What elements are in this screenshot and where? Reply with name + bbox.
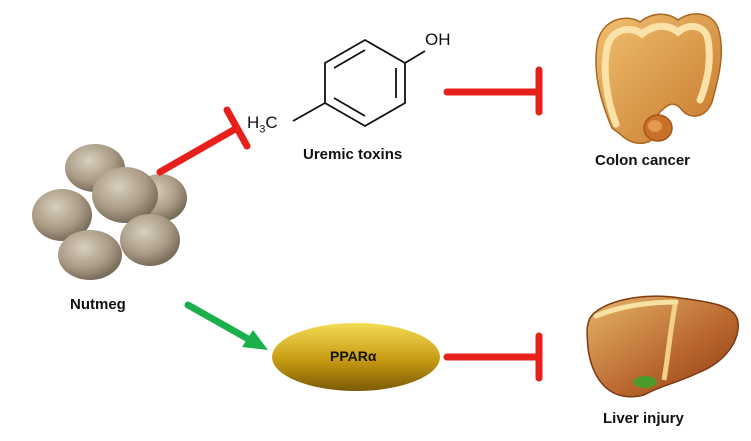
p-cresol-structure [292,38,426,128]
inhibit-arrow-toxins-colon [443,66,543,116]
nutmeg-label: Nutmeg [70,296,126,313]
nutmeg-seeds-image [32,144,187,280]
nutmeg-seed [58,230,122,280]
liver-icon [586,295,739,398]
ppar-label: PPARα [330,348,377,364]
inhibit-arrow-ppar-liver [443,332,543,382]
benzene-ring [324,38,406,128]
liver-injury-label: Liver injury [603,410,684,427]
methyl-label: H3C [247,113,278,135]
activate-arrow-nutmeg-ppar [184,301,268,350]
methyl-prefix: H [247,113,260,132]
ppar-node [272,323,440,391]
nutmeg-seed [92,167,158,223]
uremic-toxins-label: Uremic toxins [303,146,403,163]
oh-bond [404,50,426,64]
hydroxyl-label: OH [425,30,451,49]
nutmeg-seed [120,214,180,266]
nutmeg-seed [32,189,92,241]
methyl-suffix: C [265,113,278,132]
inhibit-arrow-nutmeg-toxins [156,106,251,176]
methyl-subscript: 3 [259,123,266,136]
colon-icon [595,13,723,145]
colon-cancer-label: Colon cancer [595,152,691,169]
methyl-bond [292,102,326,122]
